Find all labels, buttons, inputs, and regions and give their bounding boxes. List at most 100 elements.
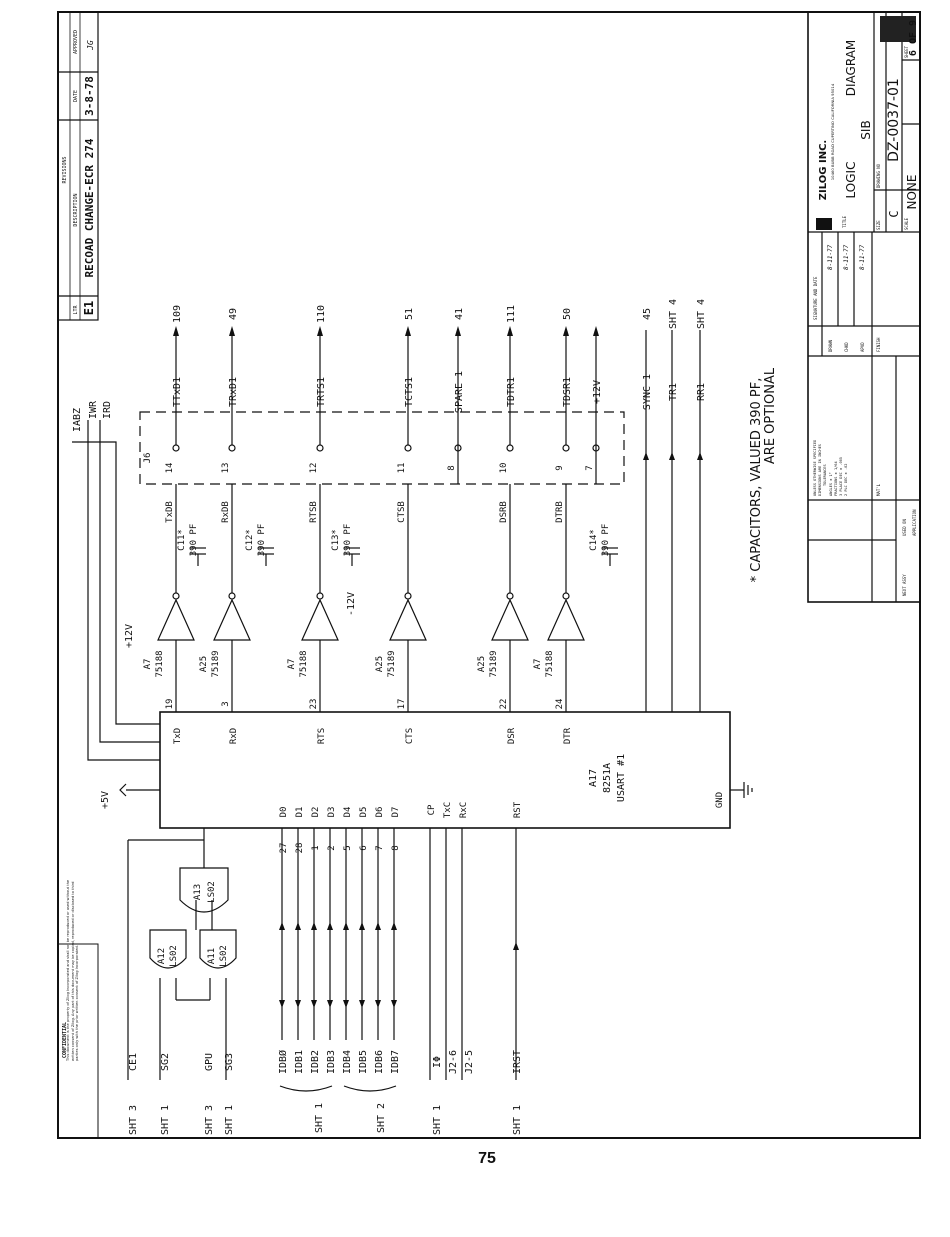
usart-name: USART #1 — [616, 754, 627, 802]
gate-part-2: 75188 — [299, 650, 309, 677]
chan-bubble-4 — [506, 592, 514, 600]
bus-arrow-7 — [391, 922, 397, 930]
title-line-1: LOGIC — [844, 162, 858, 199]
conn-pad-4 — [454, 444, 462, 452]
chan-conn-pad-4 — [506, 444, 514, 452]
sig-chkd-label: CHKD — [844, 342, 849, 352]
bus-arrow-in-6 — [375, 1000, 381, 1008]
note-line-1: * CAPACITORS, VALUED 390 PF, — [749, 378, 764, 583]
chan-bubble-0 — [172, 592, 180, 600]
sync-dest-0: 45 — [642, 308, 653, 320]
left-label-sg3-sheet: SHT 1 — [224, 1105, 235, 1135]
drawing-no: DZ-0037-01 — [886, 78, 902, 162]
usart-pin-num-0: 19 — [165, 699, 175, 710]
conn-pin-5: 10 — [499, 463, 509, 474]
rev-date: 3-8-78 — [83, 76, 96, 116]
chan-conn-pad-1 — [228, 444, 236, 452]
bus-arrow-in-7 — [391, 1000, 397, 1008]
bus-label-2: IDB2 — [310, 1050, 321, 1074]
bus-arrow-in-4 — [343, 1000, 349, 1008]
conn-dest-0: 109 — [172, 305, 183, 323]
chan-bubble-2 — [316, 592, 324, 600]
chan-gate-2 — [301, 598, 339, 641]
rst-arrow — [513, 942, 519, 950]
conn-dest-2: 110 — [316, 305, 327, 323]
gate-ref-0: A7 — [143, 659, 153, 670]
sync-dest-1: SHT 4 — [668, 299, 679, 329]
drawing-no-label: DRAWING NO — [876, 163, 881, 188]
usart-a17: A17 8251A USART #1 GND — [159, 711, 731, 829]
sheet-stamp — [880, 16, 916, 42]
application-label: APPLICATION — [912, 509, 917, 536]
tol-line-4: ANGLES ± 1° — [829, 472, 833, 496]
tol-line-5: FRACTIONS ± 1/64 — [834, 461, 838, 496]
bus-pin-label-6: D6 — [375, 807, 385, 818]
conn-pin-1: 13 — [221, 463, 231, 474]
left-label-gpu-sheet: SHT 3 — [204, 1105, 215, 1135]
bus-pin-num-7: 8 — [391, 845, 401, 850]
scale-value: NONE — [905, 175, 919, 210]
confidential-heading: CONFIDENTIAL — [62, 1022, 68, 1058]
conn-signal-0: TTxD1 — [172, 377, 183, 407]
sync-arrow-1 — [669, 452, 675, 460]
sync-signal-2: RR1 — [696, 383, 707, 401]
conn-signal-7: +12V — [592, 380, 603, 404]
conn-signal-5: TDTR1 — [506, 377, 517, 407]
conn-dest-5: 111 — [506, 305, 517, 323]
conn-pin-4: 8 — [447, 465, 457, 470]
gate-part-1: 75189 — [211, 650, 221, 677]
rev-ltr: E1 — [82, 301, 96, 315]
conn-dest-6: 50 — [562, 308, 573, 320]
gate-ref-5: A7 — [533, 659, 543, 670]
rev-header-date: DATE — [73, 90, 79, 102]
chan-bubble-5 — [562, 592, 570, 600]
conn-pin-7: 7 — [585, 465, 595, 470]
gate-a11-label: A11 — [207, 948, 217, 964]
sig-apvd-label: APVD — [860, 342, 865, 352]
conn-arrow-5 — [507, 326, 513, 336]
plus5-supply: +5V — [100, 783, 160, 809]
usart-pin-label-3: CTS — [405, 728, 415, 744]
sig-drawn-label: DRAWN — [828, 339, 833, 352]
bus-arrow-in-3 — [327, 1000, 333, 1008]
revisions-title: REVISIONS — [62, 156, 68, 183]
tol-line-6: 3 PLACE DEC ± .005 — [839, 457, 843, 496]
ctrl-label-0: CP — [427, 804, 437, 815]
usart-pin-num-1: 3 — [221, 701, 231, 706]
usart-pin-label-0: TxD — [173, 728, 183, 744]
control-lines: IABZ IWR IRD — [72, 400, 160, 761]
confidential-text: This document is the property of Zilog I… — [66, 879, 80, 1061]
bus-arrow-6 — [375, 922, 381, 930]
left-label-iphi-sheet: SHT 1 — [432, 1105, 443, 1135]
usart-pin-num-3: 17 — [397, 699, 407, 710]
connector-j6: J6 — [139, 411, 625, 485]
local-signal-3: CTSB — [397, 501, 407, 523]
zilog-logo — [816, 218, 832, 230]
used-on-label: USED ON — [902, 519, 907, 536]
gate-ref-4: A25 — [477, 656, 487, 672]
data-bus: IDBØD027IDB1D128IDB2D21IDB3D32IDB4D45IDB… — [277, 801, 523, 1092]
sync-signal-0: SYNC 1 — [642, 374, 653, 410]
gate-ref-2: A7 — [287, 659, 297, 670]
chan-gate-4 — [491, 598, 529, 641]
cap-value-0: 390 PF — [189, 524, 199, 557]
left-label-gpu: GPU — [204, 1053, 215, 1071]
top-signal-ird: IRD — [102, 401, 113, 419]
sync-signal-1: TR1 — [668, 383, 679, 401]
gate-ref-3: A25 — [375, 656, 385, 672]
connector-pins: 14TTxD110913TRxD14912TRTS111011TCTS1518S… — [165, 305, 603, 484]
note-line-2: ARE OPTIONAL — [763, 367, 778, 464]
confidential-block: CONFIDENTIAL This document is the proper… — [57, 879, 99, 1139]
gate-part-0: 75188 — [155, 650, 165, 677]
left-label-idb-hi-sheet: SHT 2 — [376, 1103, 387, 1133]
conn-dest-3: 51 — [404, 308, 415, 320]
tol-line-2: DIMENSIONS ARE IN INCHES — [818, 444, 822, 496]
conn-pin-6: 9 — [555, 465, 565, 470]
conn-signal-2: TRTS1 — [316, 377, 327, 407]
cap-ref-0: C11* — [177, 529, 187, 551]
cap-ref-3: C14* — [589, 529, 599, 551]
conn-arrow-4 — [455, 326, 461, 336]
bus-pin-label-1: D1 — [295, 807, 305, 818]
